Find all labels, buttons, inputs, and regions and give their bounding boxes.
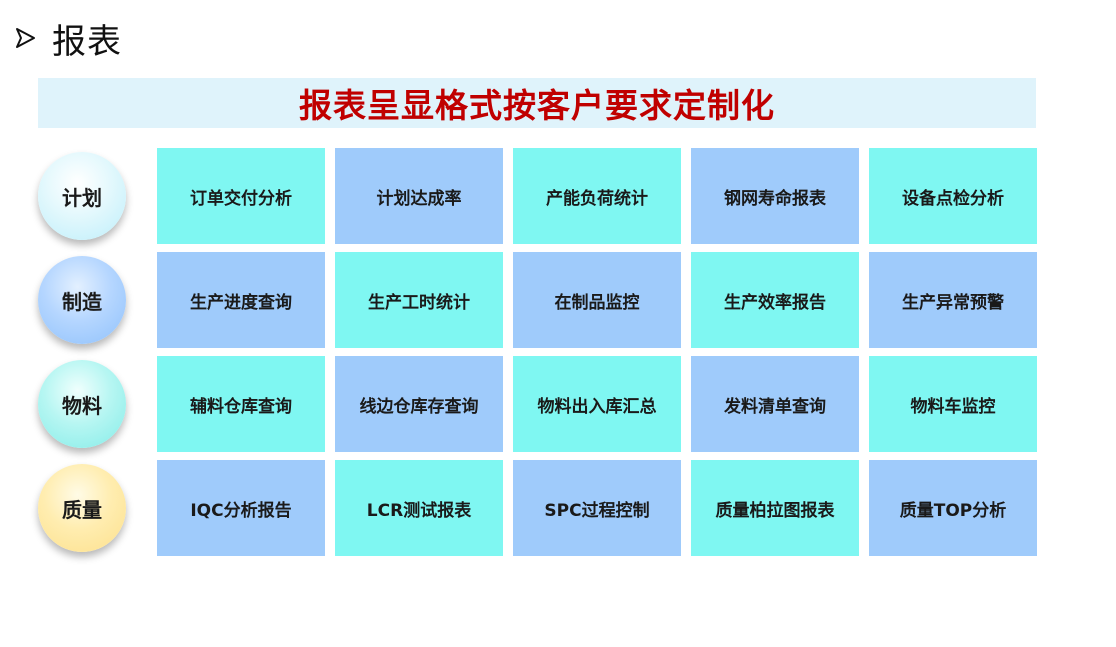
report-cell[interactable]: 产能负荷统计 bbox=[513, 148, 681, 244]
report-cell[interactable]: 设备点检分析 bbox=[869, 148, 1037, 244]
report-cell[interactable]: 钢网寿命报表 bbox=[691, 148, 859, 244]
section-title: 报表 bbox=[52, 21, 122, 62]
report-cell[interactable]: 订单交付分析 bbox=[157, 148, 325, 244]
report-cell[interactable]: 物料车监控 bbox=[869, 356, 1037, 452]
report-cell[interactable]: 质量柏拉图报表 bbox=[691, 460, 859, 556]
report-row-manufacturing: 制造 生产进度查询 生产工时统计 在制品监控 生产效率报告 生产异常预警 bbox=[0, 252, 1116, 348]
report-cell[interactable]: 线边仓库存查询 bbox=[335, 356, 503, 452]
report-cell[interactable]: 生产进度查询 bbox=[157, 252, 325, 348]
report-cell[interactable]: 在制品监控 bbox=[513, 252, 681, 348]
category-quality: 质量 bbox=[38, 464, 126, 552]
report-row-quality: 质量 IQC分析报告 LCR测试报表 SPC过程控制 质量柏拉图报表 质量TOP… bbox=[0, 460, 1116, 556]
report-cell[interactable]: 计划达成率 bbox=[335, 148, 503, 244]
report-cell[interactable]: 生产工时统计 bbox=[335, 252, 503, 348]
report-cell[interactable]: 物料出入库汇总 bbox=[513, 356, 681, 452]
banner-text: 报表呈显格式按客户要求定制化 bbox=[299, 86, 775, 125]
category-material: 物料 bbox=[38, 360, 126, 448]
report-cell[interactable]: 生产效率报告 bbox=[691, 252, 859, 348]
category-manufacturing: 制造 bbox=[38, 256, 126, 344]
report-cell[interactable]: LCR测试报表 bbox=[335, 460, 503, 556]
report-cell[interactable]: 发料清单查询 bbox=[691, 356, 859, 452]
banner: 报表呈显格式按客户要求定制化 bbox=[38, 78, 1036, 128]
report-cell[interactable]: IQC分析报告 bbox=[157, 460, 325, 556]
report-row-plan: 计划 订单交付分析 计划达成率 产能负荷统计 钢网寿命报表 设备点检分析 bbox=[0, 148, 1116, 244]
report-cell[interactable]: 辅料仓库查询 bbox=[157, 356, 325, 452]
arrow-bullet-icon bbox=[16, 28, 35, 48]
report-cell[interactable]: 生产异常预警 bbox=[869, 252, 1037, 348]
report-cell[interactable]: 质量TOP分析 bbox=[869, 460, 1037, 556]
report-cell[interactable]: SPC过程控制 bbox=[513, 460, 681, 556]
section-header: 报表 bbox=[14, 16, 122, 62]
report-row-material: 物料 辅料仓库查询 线边仓库存查询 物料出入库汇总 发料清单查询 物料车监控 bbox=[0, 356, 1116, 452]
category-plan: 计划 bbox=[38, 152, 126, 240]
